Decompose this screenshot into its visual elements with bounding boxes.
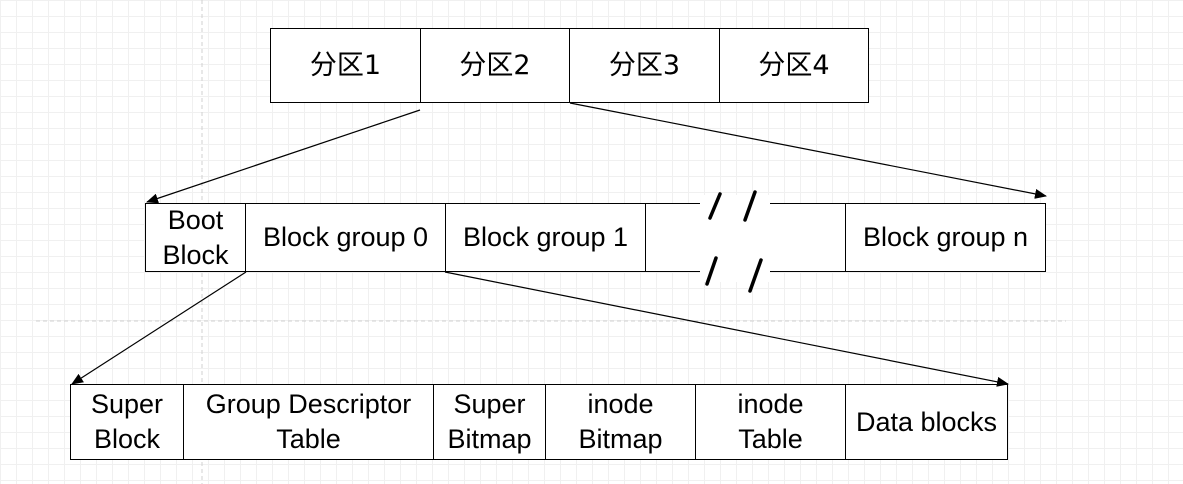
super-block-box: Super Block	[70, 384, 184, 460]
boot-block-box: Boot Block	[145, 203, 246, 272]
inode-bitmap-box: inode Bitmap	[545, 384, 696, 460]
arrow-partition2-right	[569, 102, 1047, 199]
block-group-1-box: Block group 1	[445, 203, 646, 272]
inode-table-box: inode Table	[695, 384, 846, 460]
block-group-n-box: Block group n	[845, 203, 1046, 272]
data-blocks-box: Data blocks	[845, 384, 1008, 460]
arrow-blockgroup0-right	[444, 271, 1009, 387]
partition-1-box: 分区1	[270, 28, 421, 103]
arrow-partition2-left	[146, 109, 421, 204]
block-group-0-box: Block group 0	[245, 203, 446, 272]
omitted-groups-gap	[646, 203, 846, 272]
partition-3-box: 分区3	[569, 28, 720, 103]
super-bitmap-box: Super Bitmap	[433, 384, 546, 460]
arrow-blockgroup0-left	[71, 271, 247, 385]
group-descriptor-table-box: Group Descriptor Table	[183, 384, 434, 460]
partition-4-box: 分区4	[719, 28, 869, 103]
partition-2-box: 分区2	[420, 28, 570, 103]
